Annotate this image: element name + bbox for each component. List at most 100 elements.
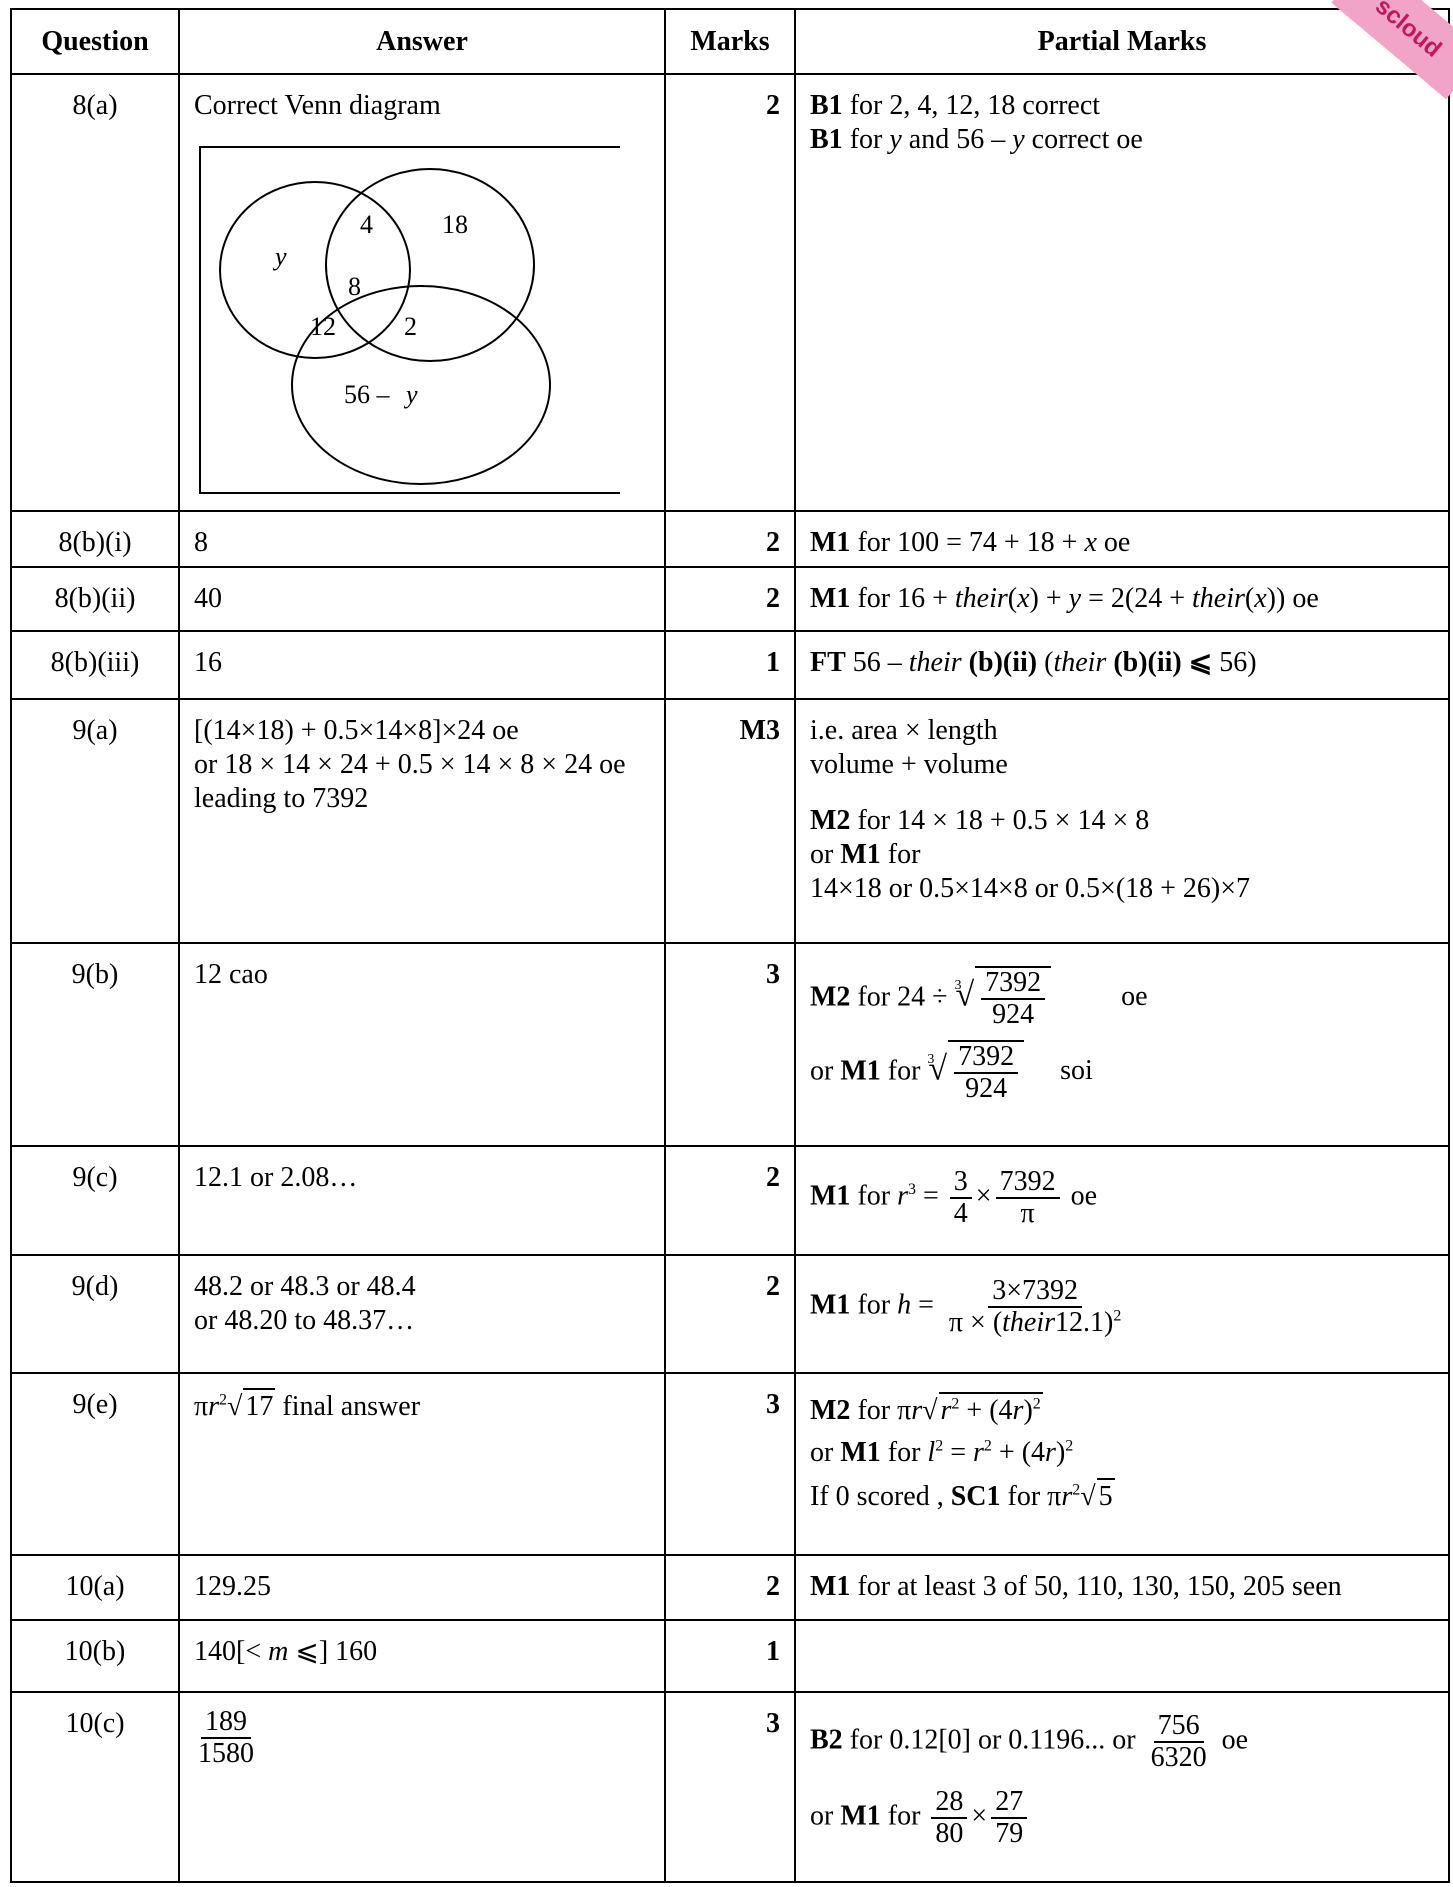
part-ref: (b)(ii) xyxy=(961,647,1038,678)
fraction-denominator: 79 xyxy=(995,1818,1024,1849)
partial-marks-cell: M1 for at least 3 of 50, 110, 130, 150, … xyxy=(794,1554,1450,1621)
marks-cell: 1 xyxy=(664,1619,796,1693)
partial-text: )) oe xyxy=(1266,583,1319,614)
partial-text: for π xyxy=(850,1395,912,1426)
venn-value-56-y: y xyxy=(403,380,418,409)
mark-code: B1 xyxy=(810,90,843,121)
marks-cell: 2 xyxy=(664,1254,796,1374)
question-cell: 10(a) xyxy=(10,1554,180,1621)
partial-text: ( xyxy=(1244,583,1255,614)
partial-text: 12.1) xyxy=(1055,1307,1114,1338)
partial-text: for 2, 4, 12, 18 correct xyxy=(842,90,1101,121)
answer-cell: [(14×18) + 0.5×14×8]×24 oe or 18 × 14 × … xyxy=(178,698,666,944)
partial-text: If 0 scored , xyxy=(810,1481,951,1512)
variable: y xyxy=(889,124,902,155)
exponent: 2 xyxy=(951,1395,960,1413)
partial-line: M2 for 14 × 18 + 0.5 × 14 × 8 xyxy=(810,804,1434,838)
marks-cell: 3 xyxy=(664,1372,796,1556)
partial-text: 56 – xyxy=(845,647,909,678)
venn-value-18: 18 xyxy=(442,210,468,239)
fraction-denominator: 1580 xyxy=(198,1738,254,1769)
fraction-denominator: 6320 xyxy=(1150,1742,1207,1773)
partial-text: or xyxy=(810,839,841,870)
answer-cell: 12.1 or 2.08… xyxy=(178,1145,666,1256)
fraction-numerator: 7392 xyxy=(995,1167,1060,1199)
mark-code: M2 xyxy=(810,805,851,836)
variable: y xyxy=(1012,124,1025,155)
venn-value-4: 4 xyxy=(360,210,373,239)
fraction-numerator: 756 xyxy=(1153,1711,1204,1743)
question-cell: 9(b) xyxy=(10,942,180,1147)
question-cell: 9(e) xyxy=(10,1372,180,1556)
answer-cell: 12 cao xyxy=(178,942,666,1147)
fraction-numerator: 3×7392 xyxy=(988,1276,1083,1308)
venn-circle-left xyxy=(219,181,411,359)
venn-diagram: 4 18 y 8 12 2 56 – y xyxy=(199,146,620,494)
variable: r xyxy=(1045,1437,1056,1468)
radicand: 5 xyxy=(1096,1478,1115,1514)
partial-text: ( xyxy=(1007,583,1018,614)
their-word: their xyxy=(908,647,962,678)
partial-text: = xyxy=(916,1180,946,1212)
partial-text: = 2(24 + xyxy=(1081,583,1193,614)
marks-cell: 3 xyxy=(664,942,796,1147)
mark-code: M1 xyxy=(810,1180,851,1212)
partial-line: i.e. area × length xyxy=(810,715,998,746)
exponent: 2 xyxy=(1072,1481,1081,1499)
header-question: Question xyxy=(10,8,180,75)
venn-value-12: 12 xyxy=(310,312,336,341)
partial-text: correct oe xyxy=(1024,124,1143,155)
partial-marks-cell: M1 for 16 + their(x) + y = 2(24 + their(… xyxy=(794,566,1450,632)
variable: l xyxy=(927,1437,936,1468)
answer-text: final answer xyxy=(275,1391,421,1422)
answer-text: 140[< xyxy=(194,1636,269,1667)
answer-line: [(14×18) + 0.5×14×8]×24 oe xyxy=(194,715,519,746)
radicand: 17 xyxy=(243,1388,276,1424)
partial-text: + (4 xyxy=(959,1395,1013,1426)
venn-circle-right xyxy=(325,168,535,362)
partial-text: = xyxy=(943,1437,973,1468)
marks-cell: 2 xyxy=(664,566,796,632)
question-cell: 9(c) xyxy=(10,1145,180,1256)
table-row: 8(b)(i) 8 2 M1 for 100 = 74 + 18 + x oe xyxy=(10,510,1450,568)
mark-code: M1 xyxy=(810,1571,851,1602)
partial-text: soi xyxy=(1060,1055,1093,1087)
question-cell: 8(b)(iii) xyxy=(10,630,180,700)
exponent: 2 xyxy=(983,1437,992,1455)
partial-line: or M1 for xyxy=(810,838,1434,872)
mark-code: M1 xyxy=(840,1055,881,1087)
partial-text: ) + xyxy=(1029,583,1069,614)
exponent: 3 xyxy=(908,1181,916,1199)
their-word: their xyxy=(954,583,1008,614)
variable: m xyxy=(268,1636,289,1667)
mark-scheme-table: Question Answer Marks Partial Marks 8(a)… xyxy=(10,8,1450,1883)
partial-text: or xyxy=(810,1437,841,1468)
partial-marks-cell: M1 for 100 = 74 + 18 + x oe xyxy=(794,510,1450,568)
partial-text: + (4 xyxy=(991,1437,1046,1468)
partial-text: = xyxy=(911,1289,941,1321)
fraction-denominator: 924 xyxy=(992,999,1035,1030)
mark-code: M2 xyxy=(810,981,851,1013)
venn-value-2: 2 xyxy=(404,312,417,341)
question-cell: 10(b) xyxy=(10,1619,180,1693)
partial-line: If 0 scored , SC1 for πr2√5 xyxy=(810,1478,1434,1514)
header-answer: Answer xyxy=(178,8,666,75)
mark-code: M1 xyxy=(840,839,881,870)
partial-text: for xyxy=(880,1437,928,1468)
mark-scheme-page: scloud Question Answer Marks Partial Mar… xyxy=(10,0,1453,1883)
partial-text: for 100 = 74 + 18 + xyxy=(850,527,1085,558)
answer-line: 48.2 or 48.3 or 48.4 xyxy=(194,1271,416,1302)
partial-text: for xyxy=(850,1289,898,1321)
spacer xyxy=(810,782,1434,804)
radicand: r2 + (4r)2 xyxy=(938,1392,1043,1428)
partial-text: ) xyxy=(1055,1437,1066,1468)
